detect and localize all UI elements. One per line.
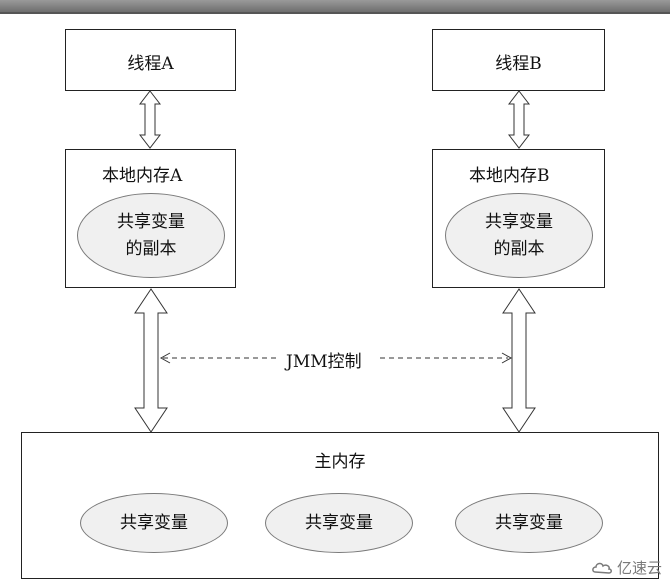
arrow-local-b-main (502, 288, 536, 433)
local-memory-b-box: 本地内存B 共享变量 的副本 (432, 149, 605, 288)
thread-b-label: 线程B (495, 54, 542, 74)
shared-variable-label-1: 共享变量 (120, 512, 188, 533)
shared-variable-label-3: 共享变量 (495, 512, 563, 533)
local-copy-b-ellipse: 共享变量 的副本 (445, 193, 593, 278)
window-top-bar (0, 0, 670, 14)
cloud-logo-icon (592, 562, 612, 574)
shared-variable-label-2: 共享变量 (305, 512, 373, 533)
shared-variable-ellipse-2: 共享变量 (265, 493, 413, 553)
watermark: 亿速云 (591, 557, 662, 578)
thread-a-label: 线程A (127, 54, 174, 74)
local-memory-b-label: 本地内存B (469, 166, 550, 186)
jmm-control-label: JMM控制 (282, 347, 366, 372)
local-copy-b-line2: 的副本 (493, 238, 545, 259)
arrow-thread-a-local-a (138, 90, 162, 149)
watermark-text: 亿速云 (616, 559, 662, 577)
local-copy-b-line1: 共享变量 (485, 211, 553, 232)
local-memory-a-label: 本地内存A (102, 166, 183, 186)
jmm-arrowhead-left (159, 352, 171, 364)
shared-variable-ellipse-1: 共享变量 (80, 493, 228, 553)
main-memory-box: 主内存 共享变量 共享变量 共享变量 (21, 432, 659, 579)
local-copy-a-line2: 的副本 (125, 238, 177, 259)
main-memory-label: 主内存 (314, 452, 366, 472)
thread-b-box: 线程B (432, 29, 605, 91)
local-copy-a-ellipse: 共享变量 的副本 (77, 193, 225, 278)
jmm-arrowhead-right (501, 352, 513, 364)
local-copy-a-line1: 共享变量 (117, 211, 185, 232)
local-memory-a-box: 本地内存A 共享变量 的副本 (65, 149, 236, 288)
arrow-local-a-main (134, 288, 168, 433)
shared-variable-ellipse-3: 共享变量 (455, 493, 603, 553)
arrow-thread-b-local-b (507, 90, 531, 149)
thread-a-box: 线程A (65, 29, 236, 91)
